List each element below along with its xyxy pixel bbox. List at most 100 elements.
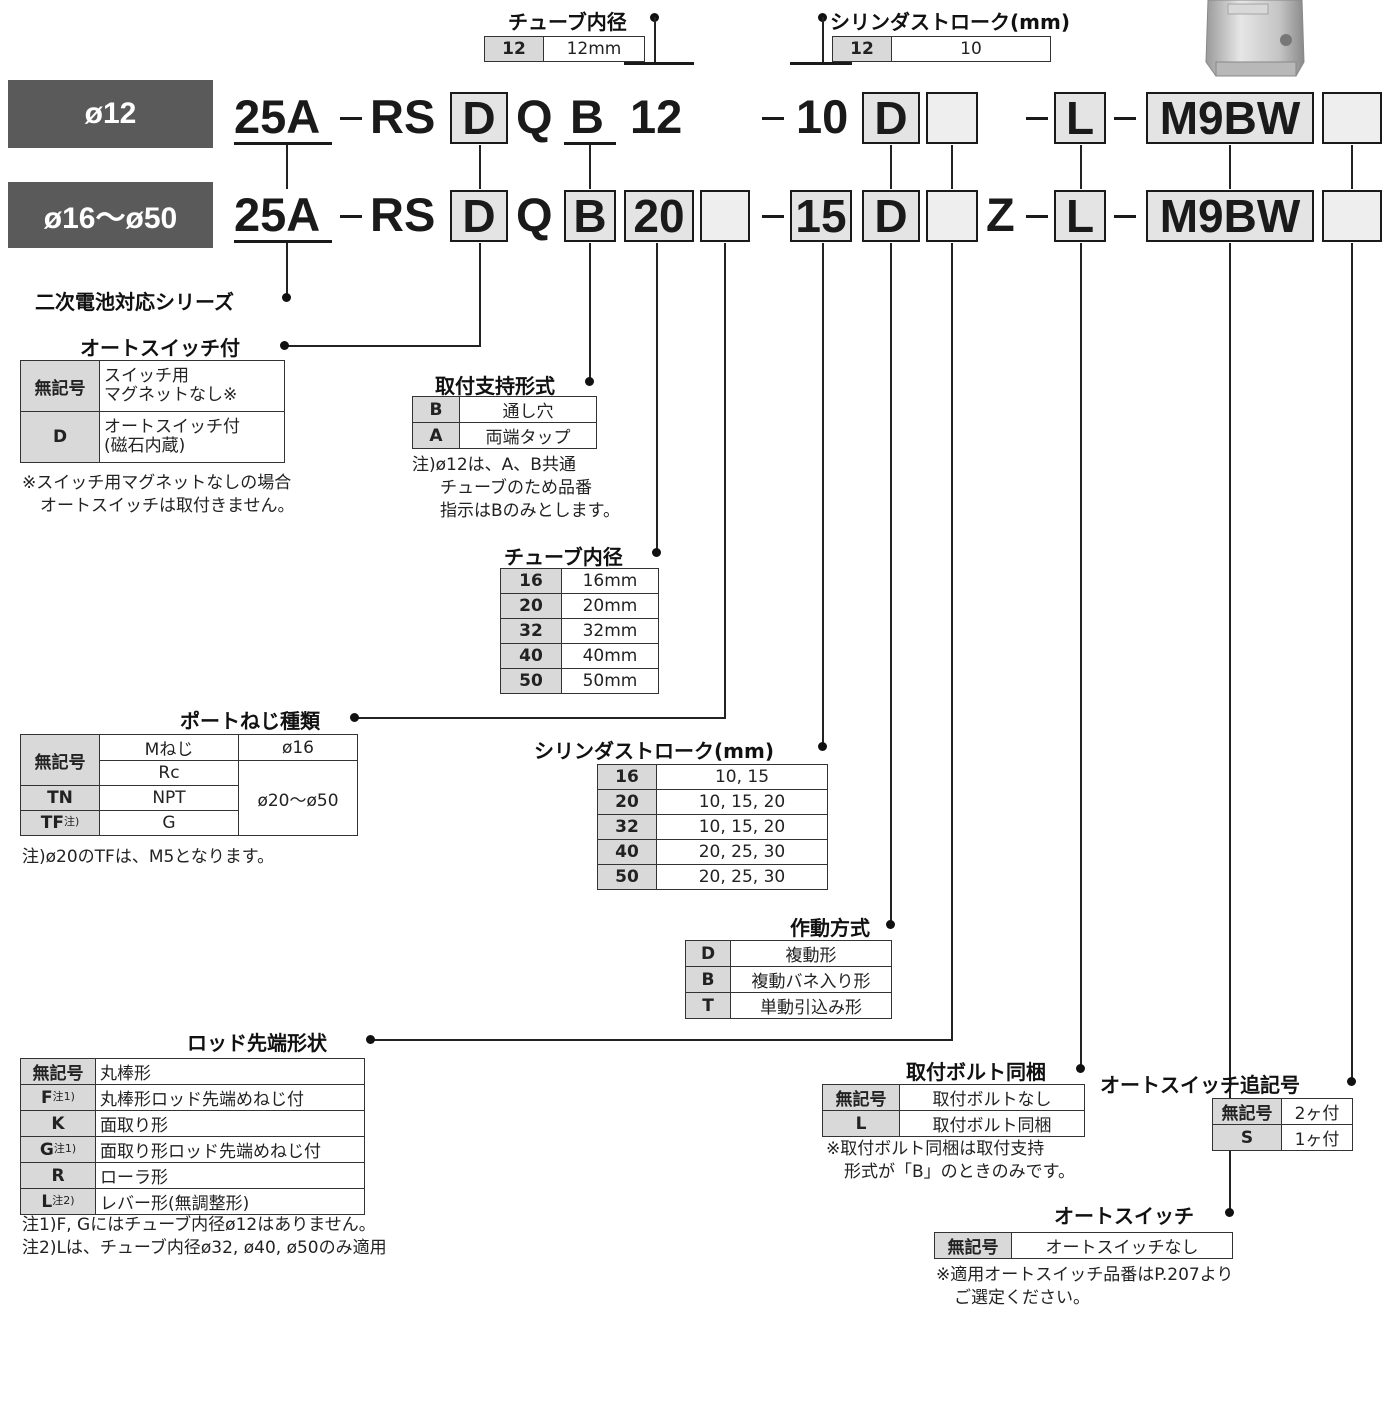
port-thread-thread-2: NPT [99,785,239,811]
row1-b-underline [564,142,616,145]
rod-end-title: ロッド先端形状 [187,1031,327,1055]
bolt-dot [1076,1064,1085,1073]
rod-end-value-5: レバー形(無調整形) [95,1188,365,1215]
rod-end-dot [366,1035,375,1044]
stroke-key-4: 50 [597,864,657,890]
row1-switch-qty-box [1322,92,1382,144]
switch-dot [1225,1208,1234,1217]
port-thread-vline [724,243,726,719]
series-dot [282,293,291,302]
port-thread-size-0: ø16 [238,734,358,761]
tube-bore-key-0: 16 [500,568,562,594]
row1-rs: RS [370,90,436,143]
auto-switch-key-1: D [20,411,100,463]
row1-series: 25A [234,90,321,143]
action-value-2: 単動引込み形 [730,992,892,1019]
switch-row: 無記号オートスイッチなし [934,1232,1233,1259]
bolt-note: ※取付ボルト同梱は取付支持 形式が「B」のときのみです。 [826,1138,1075,1184]
switch-qty-line [1351,243,1353,1082]
bolt-key-0: 無記号 [822,1084,900,1111]
port-thread-title: ポートねじ種類 [180,709,320,733]
row2-bore-label: ø16〜ø50 [8,182,213,248]
tube-bore-title: チューブ内径 [504,545,623,569]
row2-q: Q [516,188,553,241]
auto-switch-value-0-line-1: スイッチ用 [104,366,189,386]
action-line [890,243,892,925]
row2-b-box: B [564,190,616,242]
auto-switch-value-1-line-1: オートスイッチ付 [104,417,240,437]
rod-end-value-3: 面取り形ロッド先端めねじ付 [95,1136,365,1163]
row1-b: B [570,90,604,143]
tube-bore-key-2: 32 [500,618,562,644]
rod-end-value-4: ローラ形 [95,1162,365,1189]
stroke-dot [818,742,827,751]
rod-end-value-2: 面取り形 [95,1110,365,1137]
mounting-value-0: 通し穴 [459,396,597,423]
row2-dash-1 [340,215,362,218]
row2-port-box [700,190,750,242]
row2-series-underline [234,240,332,243]
conn-b-rows [589,145,591,189]
rod-end-value-0: 丸棒形 [95,1058,365,1085]
switch-key-0: 無記号 [934,1232,1012,1259]
switch-note-2: ご選定ください。 [954,1288,1090,1308]
stroke-key-0: 16 [597,764,657,790]
port-thread-size-1: ø20〜ø50 [238,760,358,836]
top-stroke-table: 12 10 [832,36,1051,62]
rod-end-key-3-text: G [39,1139,54,1160]
rod-end-key-5-text: L [41,1191,53,1212]
mounting-row: B 通し穴 [412,396,597,423]
switch-qty-value-0: 2ヶ付 [1281,1098,1353,1125]
top-tube-bore-table: 12 12mm [484,36,645,62]
bolt-value-1: 取付ボルト同梱 [899,1110,1085,1137]
rod-end-key-5: L注2) [20,1188,96,1215]
switch-qty-key-0: 無記号 [1212,1098,1282,1125]
stroke-key-3: 40 [597,839,657,865]
conn-action-rows [890,145,892,189]
tube-bore-value-4: 50mm [561,668,659,694]
auto-switch-note-1: ※スイッチ用マグネットなしの場合 [22,473,292,493]
switch-qty-key-1: S [1212,1124,1282,1151]
port-thread-row: Rc ø20〜ø50 [21,760,358,836]
auto-switch-table: 無記号 スイッチ用 マグネットなし※ D オートスイッチ付 (磁石内蔵) [20,360,285,463]
top-stroke-line [822,17,824,62]
row2-action-box: D [862,190,920,242]
row1-q: Q [516,90,553,143]
tube-bore-line [656,243,658,551]
switch-qty-value-1: 1ヶ付 [1281,1124,1353,1151]
action-value-1: 複動バネ入り形 [730,966,892,993]
port-thread-dot [350,713,359,722]
auto-switch-note-2: オートスイッチは取付きません。 [40,496,295,516]
mounting-table: B 通し穴 A 両端タップ [412,396,597,449]
row2-l-box: L [1054,190,1106,242]
row1-d-box: D [450,92,508,144]
stroke-value-4: 20, 25, 30 [656,864,828,890]
tube-bore-dot [652,548,661,557]
stroke-key-1: 20 [597,789,657,815]
stroke-value-0: 10, 15 [656,764,828,790]
tube-bore-value-3: 40mm [561,643,659,669]
switch-qty-dot [1347,1077,1356,1086]
port-thread-hline [355,717,726,719]
switch-qty-title: オートスイッチ追記号 [1100,1073,1300,1097]
top-stroke-title: シリンダストローク(mm) [830,10,1070,34]
row2-bore-box: 20 [624,190,694,242]
bolt-title: 取付ボルト同梱 [906,1060,1046,1084]
rod-end-vline [951,243,953,1041]
rod-end-key-1-sup: 注1) [52,1089,75,1103]
rod-end-note-2: 注2)Lは、チューブ内径ø32, ø40, ø50のみ適用 [22,1238,387,1258]
rod-end-row: F注1)丸棒形ロッド先端めねじ付 [20,1084,365,1111]
top-stroke-key: 12 [832,36,892,62]
